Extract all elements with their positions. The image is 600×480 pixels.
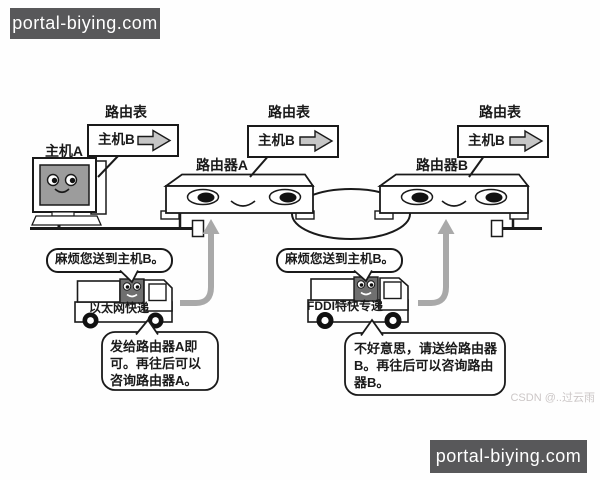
arrowhead-up: [202, 219, 220, 234]
right-block-arrow-icon: [299, 129, 334, 153]
left-pupil: [51, 177, 58, 184]
smile-icon: [230, 200, 256, 207]
right-pupil: [69, 177, 76, 184]
arrowhead-up: [437, 219, 455, 234]
cab-window: [383, 281, 402, 300]
left-pupil: [411, 192, 429, 203]
reply-bubble-right: [344, 332, 506, 396]
host-a-label: 主机A: [44, 143, 84, 159]
routing-table-title-host-a: 路由表: [105, 104, 147, 120]
reply-bubble-right-text: 不好意思，请送给路由器B。再往后可以咨询路由器B。: [354, 341, 498, 390]
routing-table-entry-host-a: 主机B: [98, 132, 135, 147]
right-pupil: [485, 192, 503, 203]
pointer-router-b: [468, 156, 484, 178]
delivery-arrows: [180, 219, 455, 306]
right-pupil: [369, 283, 374, 287]
request-bubble-left-text: 麻烦您送到主机B。: [54, 252, 165, 266]
left-pupil: [359, 283, 364, 287]
watermark-top-left: portal-biying.com: [10, 8, 160, 39]
smile-icon: [126, 293, 138, 298]
left-pupil: [197, 192, 215, 203]
pointer-host-a: [97, 154, 120, 178]
truck-cargo-box: [76, 280, 121, 303]
smile-icon: [360, 291, 372, 296]
bubble-tail: [353, 269, 373, 283]
pointer-router-a: [249, 156, 268, 178]
router-b: [374, 173, 530, 220]
watermark-bottom-right: portal-biying.com: [430, 440, 587, 473]
bus-terminator-icon: [191, 219, 205, 238]
wheel-hub: [87, 317, 94, 324]
routing-table-entry-router-b: 主机B: [468, 133, 505, 148]
truck-cargo-box: [310, 278, 356, 301]
reply-bubble-left: [101, 331, 219, 391]
bubble-tail: [119, 269, 139, 284]
bus-terminator-icon: [490, 219, 504, 238]
routing-table-entry-router-a: 主机B: [258, 133, 295, 148]
up-curved-gray-arrow-icon: [180, 234, 214, 306]
cab-window: [148, 283, 167, 302]
monitor-screen: [39, 164, 90, 206]
smile-icon: [441, 200, 467, 207]
request-bubble-left: [46, 248, 173, 273]
right-block-arrow-icon: [509, 129, 544, 153]
up-curved-gray-arrow-icon: [418, 234, 449, 306]
left-pupil: [125, 285, 130, 289]
router-a-top-face: [163, 173, 315, 187]
routing-table-boxes: [87, 124, 549, 158]
router-a-label: 路由器A: [195, 157, 249, 173]
wheel-hub: [321, 316, 329, 325]
ethernet-truck-label: 以太网快递: [88, 301, 149, 315]
router-b-label: 路由器B: [415, 157, 469, 173]
request-bubble-right: [276, 248, 403, 273]
routing-table-title-router-b: 路由表: [479, 104, 521, 120]
host-a-computer: [30, 157, 107, 226]
wheel-hub: [152, 317, 159, 324]
fddi-truck-label: FDDI特快专递: [307, 299, 383, 313]
csdn-watermark: CSDN @..过云雨: [510, 392, 595, 404]
router-b-top-face: [377, 173, 530, 187]
ring-network-ellipse: [291, 188, 411, 240]
right-block-arrow-icon: [137, 129, 172, 152]
right-pupil: [279, 192, 297, 203]
wheel-hub: [389, 316, 397, 325]
bubble-tail: [360, 318, 384, 337]
right-pupil: [135, 285, 140, 289]
table-pointer-lines: [97, 154, 484, 178]
bubble-tail: [135, 318, 159, 336]
routing-table-title-router-a: 路由表: [268, 104, 310, 120]
smile-icon: [54, 188, 70, 194]
reply-bubble-left-text: 发给路由器A即可。再往后可以咨询路由器A。: [110, 339, 202, 388]
keyboard: [30, 215, 103, 226]
router-a: [160, 173, 315, 220]
request-bubble-right-text: 麻烦您送到主机B。: [284, 252, 395, 266]
speech-bubbles: [46, 248, 506, 396]
ethernet-truck: [74, 278, 173, 329]
